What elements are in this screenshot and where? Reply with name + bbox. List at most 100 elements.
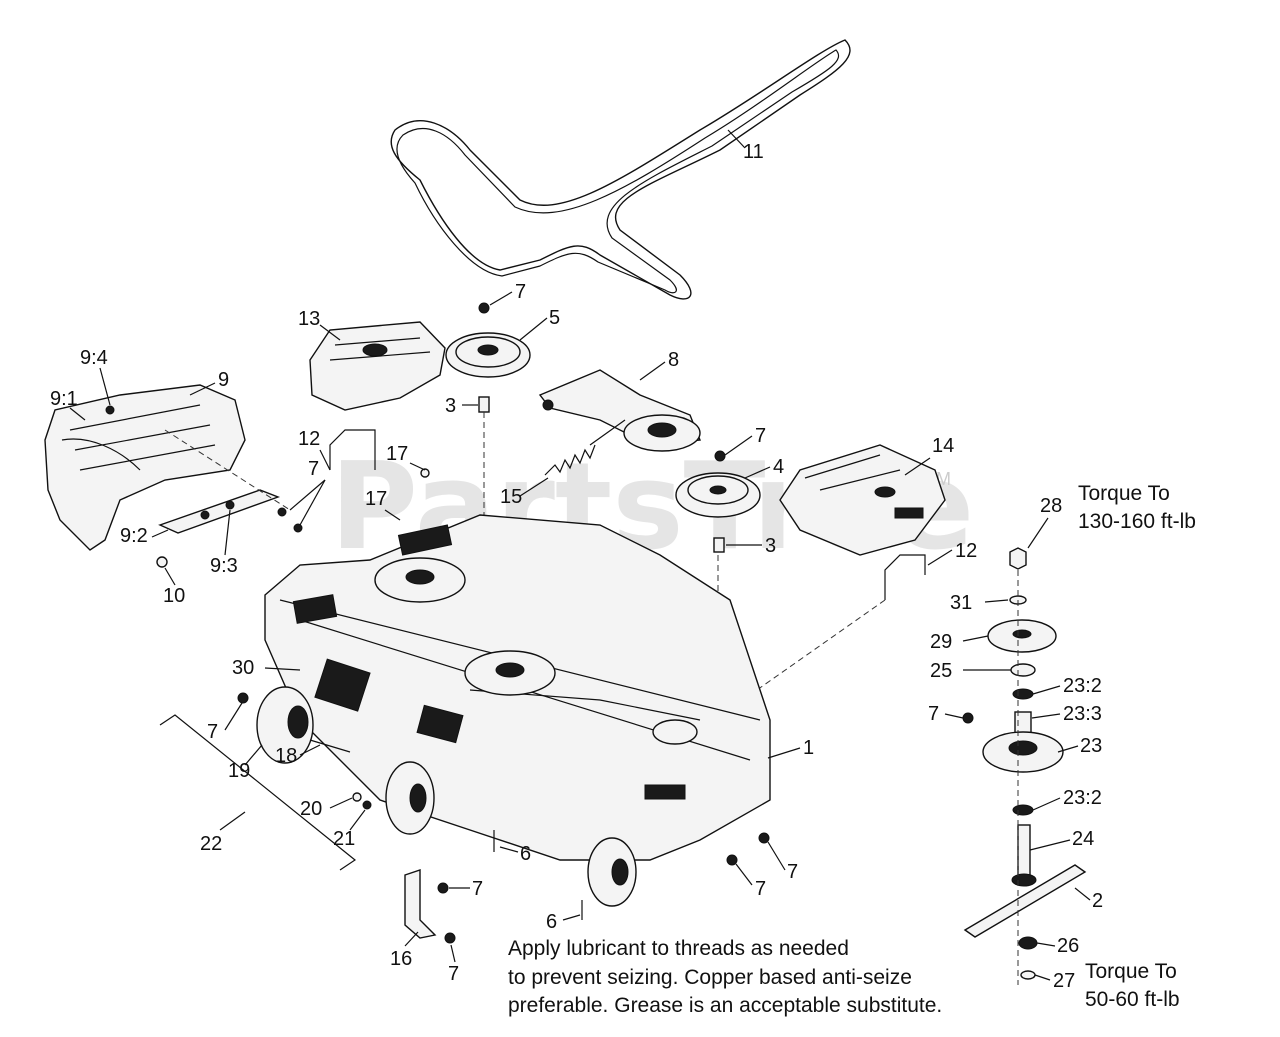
bracket-16	[404, 869, 437, 939]
nut-7f	[726, 854, 738, 866]
callout-24: 24	[1072, 828, 1094, 850]
nut-7i	[444, 932, 456, 944]
left-cover	[44, 384, 246, 551]
callout-30: 30	[232, 657, 254, 679]
callout-18: 18	[275, 745, 297, 767]
lubricant-note: Apply lubricant to threads as needed to …	[508, 937, 942, 1017]
callout-20: 20	[300, 798, 322, 820]
callout-4: 4	[773, 456, 784, 478]
callout-28: 28	[1040, 495, 1062, 517]
callout-7: 7	[755, 878, 766, 900]
callout-23-2: 23:2	[1063, 675, 1102, 697]
callout-7: 7	[787, 861, 798, 883]
callout-6: 6	[546, 911, 557, 933]
nut-7b-1	[277, 507, 287, 517]
callout-27: 27	[1053, 970, 1075, 992]
bracket-22	[159, 714, 357, 871]
washer-20	[352, 792, 362, 802]
spindle-assembly	[962, 547, 1087, 980]
nut-7b-2	[293, 523, 303, 533]
leader-11	[727, 129, 746, 149]
rod-12b	[884, 554, 926, 600]
callout-7: 7	[448, 963, 459, 985]
rod-12a	[329, 429, 376, 470]
callout-22: 22	[200, 833, 222, 855]
front-wheel-left	[385, 761, 435, 835]
callout-7: 7	[515, 281, 526, 303]
axle-18	[309, 739, 351, 753]
callout-7: 7	[928, 703, 939, 725]
callout-23: 23	[1080, 735, 1102, 757]
callout-3: 3	[445, 395, 456, 417]
note-line3: preferable. Grease is an acceptable subs…	[508, 994, 942, 1017]
spring	[544, 419, 626, 476]
callout-23-2: 23:2	[1063, 787, 1102, 809]
spacer-3a	[478, 396, 490, 413]
callout-23-3: 23:3	[1063, 703, 1102, 725]
callout-26: 26	[1057, 935, 1079, 957]
callout-14: 14	[932, 435, 954, 457]
torque-bottom-line1: Torque To	[1085, 960, 1177, 983]
callout-17: 17	[386, 443, 408, 465]
callout-9-4: 9:4	[80, 347, 108, 369]
callout-2: 2	[1092, 890, 1103, 912]
callout-8: 8	[668, 349, 679, 371]
callout-25: 25	[930, 660, 952, 682]
callout-7: 7	[755, 425, 766, 447]
callout-29: 29	[930, 631, 952, 653]
callout-7: 7	[472, 878, 483, 900]
torque-bottom-line2: 50-60 ft-lb	[1085, 988, 1180, 1011]
callouts: 11 13 7 5 8 9:4 9:1 9 3 12 7 17 7 4 14 1…	[50, 141, 1103, 992]
guide-9	[164, 429, 291, 511]
torque-note-top: Torque To 130-160 ft-lb	[1078, 482, 1196, 533]
nut-21	[362, 800, 372, 810]
leader-lines	[69, 291, 1091, 981]
torque-note-bottom: Torque To 50-60 ft-lb	[1085, 960, 1180, 1011]
callout-3: 3	[765, 535, 776, 557]
bracket-9-2	[158, 489, 280, 534]
callout-1: 1	[803, 737, 814, 759]
gauge-wheel-19	[256, 686, 314, 764]
note-line1: Apply lubricant to threads as needed	[508, 937, 849, 960]
callout-9-3: 9:3	[210, 555, 238, 577]
front-wheel-right	[587, 837, 637, 907]
callout-13: 13	[298, 308, 320, 330]
callout-19: 19	[228, 760, 250, 782]
nut-7a	[478, 302, 490, 314]
idler-cover-right	[779, 444, 946, 556]
callout-5: 5	[549, 307, 560, 329]
idler-arm	[538, 369, 701, 452]
callout-7: 7	[308, 458, 319, 480]
callout-12: 12	[298, 428, 320, 450]
pulley-4	[675, 472, 761, 518]
callout-9: 9	[218, 369, 229, 391]
nut-7h	[437, 882, 449, 894]
callout-12: 12	[955, 540, 977, 562]
callout-21: 21	[333, 828, 355, 850]
nut-7g	[758, 832, 770, 844]
belt	[390, 39, 851, 300]
callout-15: 15	[500, 486, 522, 508]
torque-top-line1: Torque To	[1078, 482, 1170, 505]
note-line2: to prevent seizing. Copper based anti-se…	[508, 966, 912, 989]
callout-7: 7	[207, 721, 218, 743]
spacer-3b	[713, 537, 725, 553]
callout-31: 31	[950, 592, 972, 614]
bolt-17a	[420, 468, 430, 478]
torque-top-line2: 130-160 ft-lb	[1078, 510, 1196, 533]
guide-12b	[699, 599, 886, 731]
callout-17: 17	[365, 488, 387, 510]
idler-cover-left	[309, 321, 446, 411]
callout-9-2: 9:2	[120, 525, 148, 547]
callout-10: 10	[163, 585, 185, 607]
callout-9-1: 9:1	[50, 388, 78, 410]
callout-16: 16	[390, 948, 412, 970]
bolt-10	[156, 556, 168, 568]
callout-11: 11	[743, 141, 764, 163]
pulley-5	[445, 332, 531, 378]
callout-6: 6	[520, 843, 531, 865]
nut-7c	[714, 450, 726, 462]
mower-deck	[264, 514, 771, 861]
nut-7e	[237, 692, 249, 704]
